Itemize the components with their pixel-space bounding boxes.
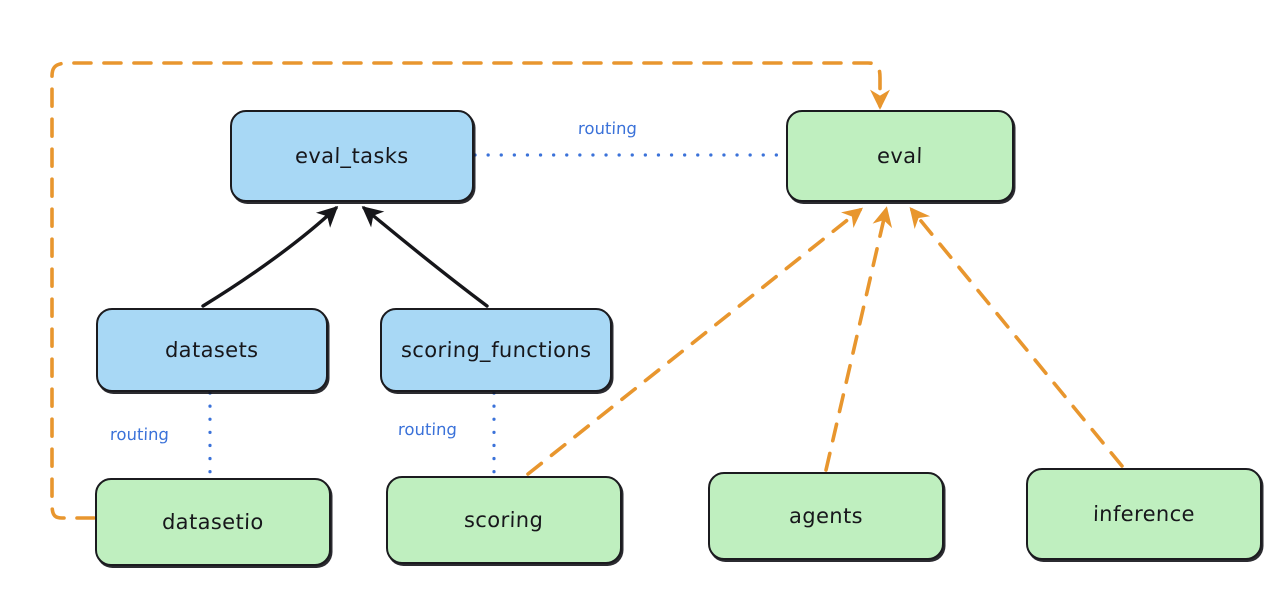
node-label: datasetio <box>161 510 265 534</box>
node-datasets[interactable]: datasets <box>96 308 328 392</box>
node-label: datasets <box>164 338 260 362</box>
edge-scoring-eval <box>526 207 864 476</box>
edge-label-routing-datasets: routing <box>109 425 170 444</box>
node-eval[interactable]: eval <box>786 110 1014 202</box>
edge-label-routing-eval: routing <box>577 119 638 138</box>
node-agents[interactable]: agents <box>708 472 944 560</box>
edge-label-routing-scoring: routing <box>397 420 458 439</box>
node-label: agents <box>788 504 864 528</box>
node-label: eval_tasks <box>294 144 410 168</box>
edge-inference-eval <box>909 207 1124 468</box>
edge-agents-eval <box>824 206 893 472</box>
node-eval-tasks[interactable]: eval_tasks <box>230 110 474 202</box>
node-datasetio[interactable]: datasetio <box>95 478 331 566</box>
node-label: scoring <box>464 508 544 532</box>
node-label: eval <box>876 144 924 168</box>
edge-scoring_functions-eval_tasks <box>361 206 489 308</box>
node-scoring-functions[interactable]: scoring_functions <box>380 308 612 392</box>
node-scoring[interactable]: scoring <box>386 476 622 564</box>
edge-datasets-eval_tasks <box>201 205 339 308</box>
edge-datasetio-eval <box>50 61 890 520</box>
node-inference[interactable]: inference <box>1026 468 1262 560</box>
node-label: scoring_functions <box>400 338 592 362</box>
node-label: inference <box>1092 502 1196 526</box>
